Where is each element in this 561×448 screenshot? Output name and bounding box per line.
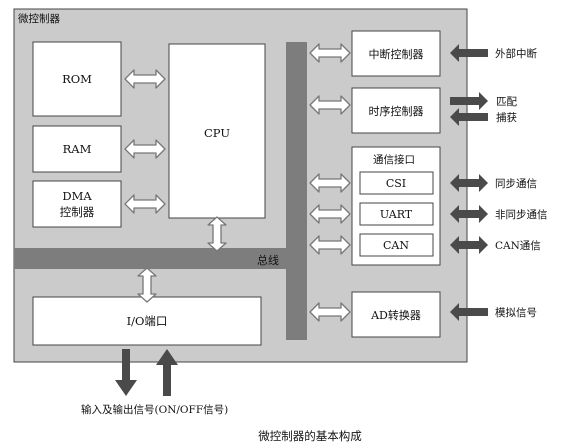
io-port-label: I/O端口 (127, 314, 168, 328)
io-input-arrow (156, 349, 178, 396)
csi-label: CSI (386, 177, 406, 190)
can-comm-label: CAN通信 (495, 240, 541, 252)
ad-converter-label: AD转换器 (370, 308, 421, 322)
ram-block (32, 125, 122, 173)
comm-interface-title: 通信接口 (373, 153, 415, 166)
interrupt-controller-label: 中断控制器 (369, 47, 424, 61)
async-comm-label: 非同步通信 (495, 209, 548, 221)
uart-label: UART (380, 208, 413, 221)
cpu-block (168, 43, 266, 219)
external-interrupt-label: 外部中断 (495, 47, 537, 60)
bus-vertical (286, 42, 307, 340)
rom-label: ROM (62, 72, 92, 86)
csi-block (359, 171, 434, 195)
rom-block (32, 41, 122, 117)
cpu-label: CPU (204, 126, 230, 140)
bus-horizontal (14, 248, 307, 269)
uart-block (359, 202, 434, 226)
dma-block (32, 180, 122, 228)
timing-controller-block (351, 87, 441, 134)
ram-label: RAM (63, 142, 92, 156)
ad-converter-block (351, 291, 441, 338)
bus-label: 总线 (257, 253, 279, 267)
io-signal-label: 输入及输出信号(ON/OFF信号) (81, 403, 228, 416)
analog-signal-label: 模拟信号 (495, 306, 537, 319)
figure-caption: 微控制器的基本构成 (258, 429, 362, 443)
sync-comm-label: 同步通信 (495, 178, 537, 190)
dma-label-line1: DMA (62, 189, 92, 203)
io-output-arrow (115, 349, 137, 396)
container-label: 微控制器 (18, 12, 60, 25)
interrupt-controller-block (351, 30, 441, 77)
can-label: CAN (383, 239, 409, 252)
timing-controller-label: 时序控制器 (369, 104, 424, 118)
capture-label: 捕获 (496, 111, 517, 124)
dma-label-line2: 控制器 (60, 205, 95, 219)
can-block (359, 233, 434, 257)
match-label: 匹配 (496, 96, 517, 108)
